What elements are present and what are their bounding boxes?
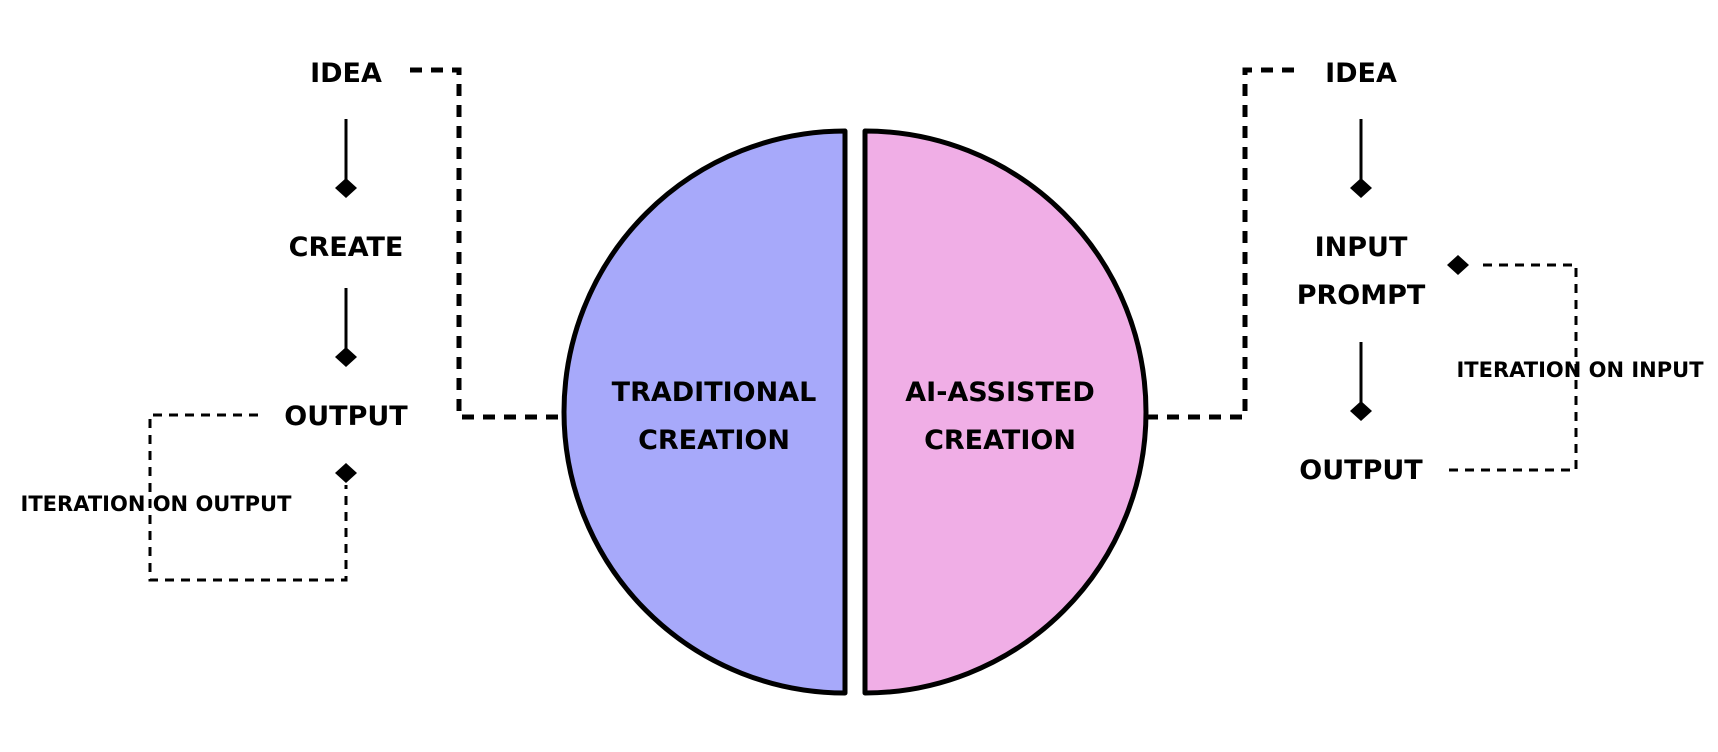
left-create-label: CREATE xyxy=(289,232,404,263)
right-input-label-line2: PROMPT xyxy=(1297,280,1426,311)
left-iteration-loop xyxy=(148,413,348,582)
traditional-label-line1: TRADITIONAL xyxy=(612,377,817,408)
right-idea-connector xyxy=(1146,67,1296,420)
right-arrowhead-1 xyxy=(1350,178,1372,198)
right-idea-label: IDEA xyxy=(1325,58,1397,89)
traditional-label-line2: CREATION xyxy=(638,425,790,456)
left-iteration-arrowhead xyxy=(335,463,357,483)
right-iteration-arrowhead xyxy=(1447,255,1469,275)
left-iteration-label: ITERATION ON OUTPUT xyxy=(21,492,293,516)
left-idea-connector xyxy=(410,67,563,420)
split-circle xyxy=(561,128,1149,696)
ai-assisted-label-line2: CREATION xyxy=(924,425,1076,456)
left-output-label: OUTPUT xyxy=(284,401,408,432)
right-iteration-label: ITERATION ON INPUT xyxy=(1456,358,1704,382)
right-arrowhead-2 xyxy=(1350,401,1372,421)
ai-assisted-label-line1: AI-ASSISTED xyxy=(905,377,1095,408)
right-output-label: OUTPUT xyxy=(1299,455,1423,486)
left-arrowhead-2 xyxy=(335,347,357,367)
ai-assisted-half xyxy=(862,128,1149,696)
right-iteration-loop xyxy=(1449,263,1578,472)
right-input-label-line1: INPUT xyxy=(1315,232,1408,263)
left-idea-label: IDEA xyxy=(310,58,382,89)
left-arrowhead-1 xyxy=(335,178,357,198)
traditional-half xyxy=(561,128,848,696)
